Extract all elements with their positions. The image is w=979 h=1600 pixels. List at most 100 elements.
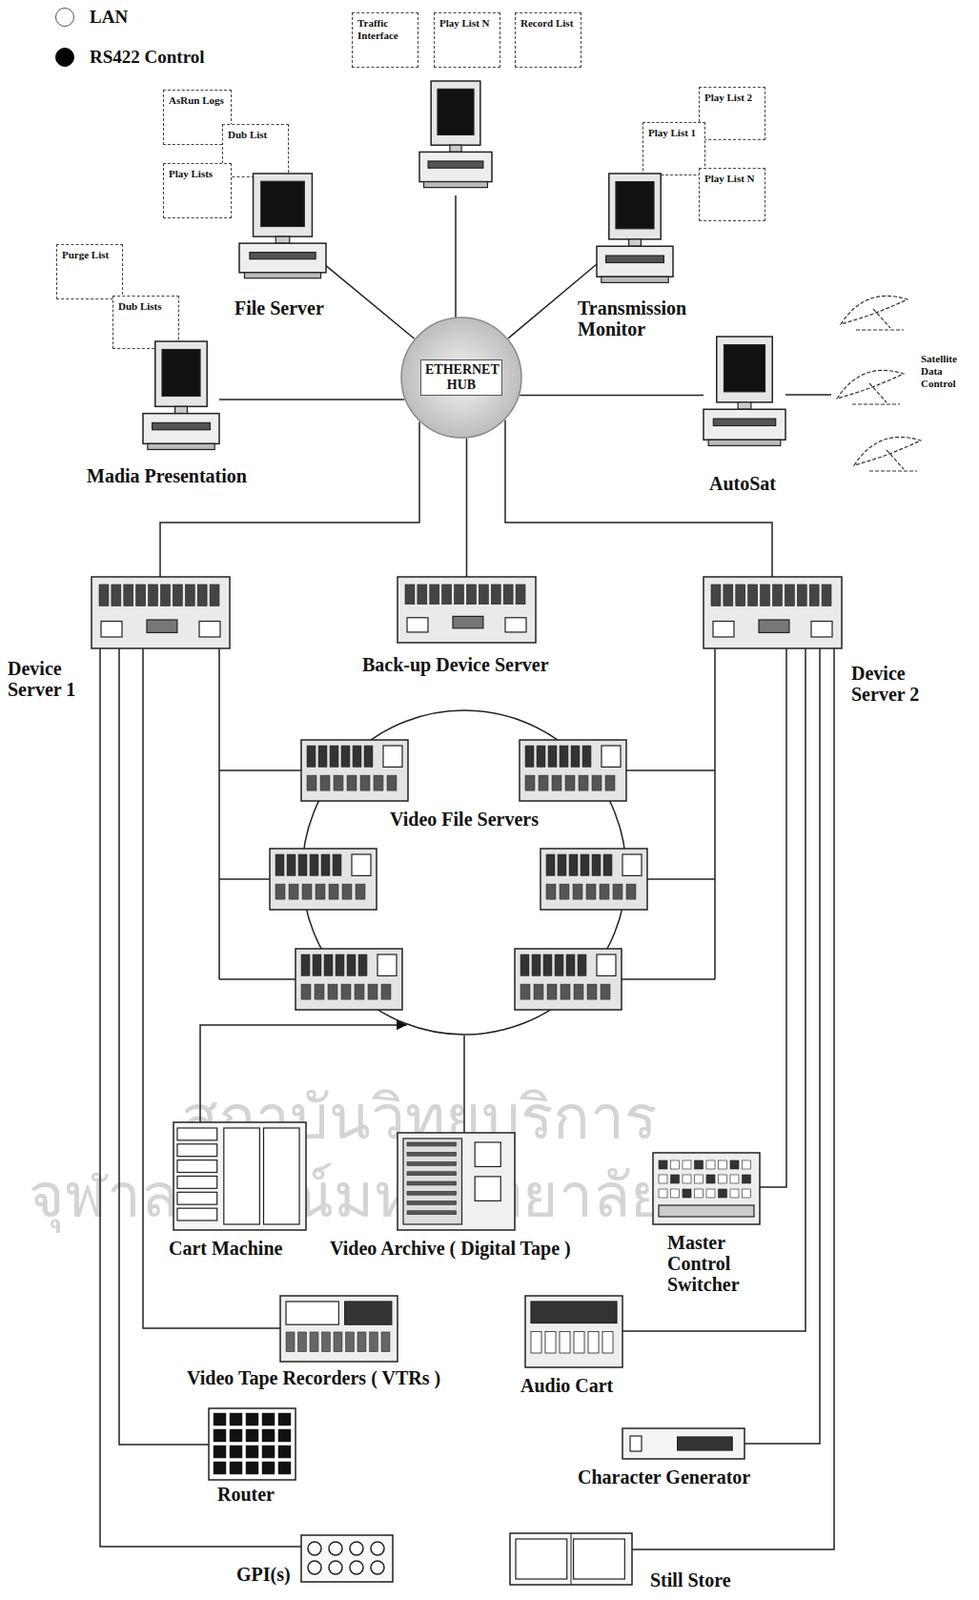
icon-part	[671, 1188, 680, 1198]
icon-part	[869, 449, 918, 471]
icon-part	[358, 954, 368, 976]
document-box: Play List 1	[642, 122, 706, 176]
icon-part	[773, 584, 783, 607]
icon-part	[742, 1188, 752, 1198]
icon-part	[671, 1174, 680, 1183]
icon-part	[677, 1436, 734, 1450]
document-box: Traffic Interface	[351, 12, 419, 68]
icon-part	[742, 1174, 752, 1183]
icon-part	[355, 883, 366, 899]
icon-part	[301, 739, 408, 801]
icon-part	[540, 848, 648, 910]
icon-part	[172, 584, 183, 607]
icon-part	[328, 1560, 343, 1574]
router-unit-shape	[208, 1407, 296, 1480]
icon-part	[454, 584, 465, 605]
icon-part	[349, 1560, 364, 1574]
icon-part	[658, 1160, 668, 1169]
icon-part	[573, 983, 584, 1000]
icon-part	[694, 1188, 704, 1198]
icon-part	[515, 584, 526, 605]
computer-workstation	[419, 81, 492, 188]
icon-part	[737, 402, 752, 409]
icon-part	[383, 745, 403, 767]
icon-part	[407, 1151, 457, 1156]
icon-part	[503, 584, 513, 605]
icon-part	[474, 1142, 501, 1167]
connector-line	[759, 648, 787, 1187]
icon-part	[560, 983, 571, 1000]
document-box: Record List	[514, 12, 582, 68]
icon-part	[370, 1541, 385, 1555]
icon-part	[525, 775, 535, 791]
icon-part	[275, 883, 286, 899]
icon-part	[474, 1176, 501, 1202]
node-label: GPI(s)	[236, 1563, 291, 1585]
icon-part	[509, 1532, 633, 1585]
icon-part	[543, 954, 552, 976]
icon-part	[377, 954, 397, 976]
character-generator-shape	[622, 1427, 745, 1459]
icon-part	[658, 1204, 755, 1217]
icon-part	[357, 1331, 367, 1352]
icon-part	[278, 1412, 291, 1426]
icon-part	[327, 983, 338, 1000]
icon-part	[730, 1160, 739, 1169]
icon-part	[424, 182, 489, 188]
icon-part	[152, 422, 211, 429]
icon-part	[602, 1331, 613, 1354]
icon-part	[586, 883, 596, 899]
icon-part	[314, 983, 325, 1000]
video-file-server	[301, 739, 408, 801]
still-store: Still Store	[509, 1532, 633, 1585]
icon-part	[123, 584, 134, 607]
legend-item: LAN	[55, 7, 128, 28]
icon-part	[554, 954, 564, 976]
icon-part	[349, 1541, 364, 1555]
connector-line	[632, 648, 835, 1550]
satellite-dish	[854, 436, 921, 471]
switcher-panel-shape	[652, 1152, 760, 1224]
icon-part	[706, 1160, 715, 1169]
icon-part	[312, 954, 322, 976]
icon-part	[177, 1127, 218, 1141]
icon-part	[682, 1188, 692, 1198]
router-unit: Router	[208, 1407, 296, 1480]
node-label: Character Generator	[577, 1466, 751, 1488]
lan-wire	[626, 769, 715, 772]
icon-part	[467, 584, 477, 605]
icon-part	[587, 983, 597, 1000]
icon-part	[478, 584, 489, 605]
icon-part	[694, 1174, 704, 1183]
icon-part	[573, 1538, 626, 1579]
icon-part	[716, 336, 773, 403]
server-ring: Video File Servers	[301, 709, 628, 1036]
icon-part	[566, 954, 575, 976]
icon-part	[514, 948, 622, 1010]
ethernet-hub: ETHERNET HUB	[400, 316, 523, 439]
icon-part	[622, 854, 642, 876]
legend-item: RS422 Control	[55, 47, 205, 68]
icon-part	[199, 621, 221, 638]
legend-swatch	[55, 47, 75, 67]
icon-part	[682, 1160, 692, 1169]
icon-part	[208, 1407, 296, 1480]
computer-workstation: File Server	[239, 173, 327, 286]
node-label: Audio Cart	[520, 1374, 613, 1396]
node-label: Device Server 1	[7, 657, 99, 700]
icon-part	[718, 1188, 728, 1198]
document-box: Dub List	[222, 123, 289, 178]
icon-part	[531, 954, 541, 976]
icon-part	[275, 236, 290, 244]
tape-archive: Video Archive ( Digital Tape )	[397, 1132, 515, 1230]
lan-wire	[454, 195, 457, 319]
icon-part	[591, 854, 601, 876]
icon-part	[269, 848, 377, 910]
icon-part	[591, 775, 602, 791]
icon-part	[245, 1461, 259, 1474]
icon-part	[370, 1560, 385, 1574]
icon-part	[601, 745, 621, 767]
device-server: Back-up Device Server	[397, 576, 536, 643]
